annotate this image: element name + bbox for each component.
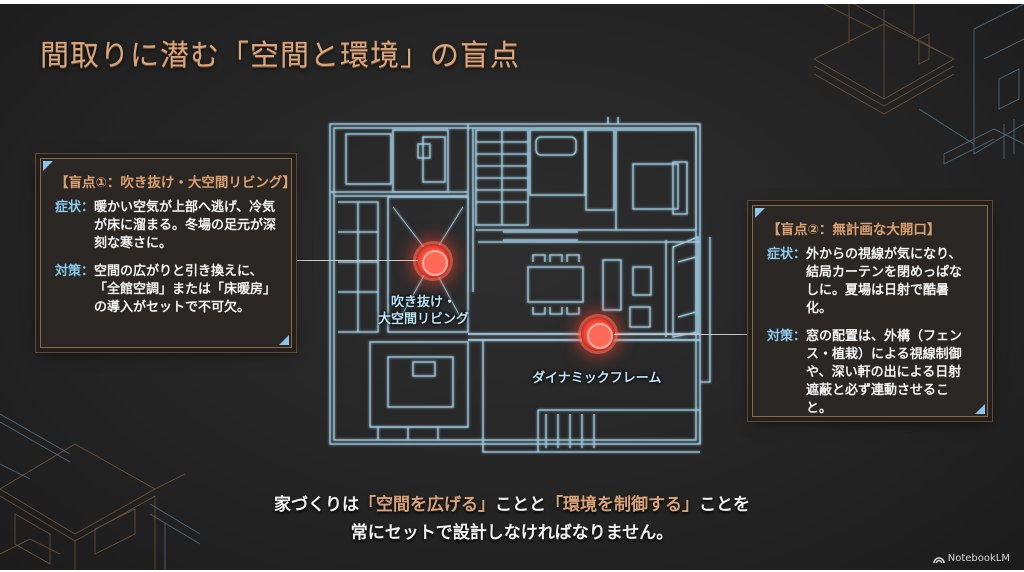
notebooklm-watermark: NotebookLM <box>933 553 1010 564</box>
connector-right <box>614 334 756 335</box>
symptom-text: 外からの視線が気になり、結局カーテンを閉めっぱなしに。夏場は日射で酷暑化。 <box>806 247 963 316</box>
card-1-measure: 対策： 空間の広がりと引き換えに、「全館空調」または「床暖房」の導入がセットで不… <box>55 263 277 317</box>
card-1-symptom: 症状： 暖かい空気が上部へ逃げ、冷気が床に溜まる。冬場の足元が深刻な寒さに。 <box>55 199 277 253</box>
summary-text: 家づくりは「空間を広げる」ことと「環境を制御する」ことを 常にセットで設計しなけ… <box>0 491 1024 547</box>
summary-highlight-1: 「空間を広げる」 <box>359 495 495 515</box>
blind-spot-card-1: 【盲点①：吹き抜け・大空間リビング】 症状： 暖かい空気が上部へ逃げ、冷気が床に… <box>40 158 296 348</box>
architecture-decoration-top-right <box>814 4 1024 165</box>
hotspot-fukinuke[interactable] <box>416 244 450 278</box>
connector-left <box>294 260 418 261</box>
symptom-text: 暖かい空気が上部へ逃げ、冷気が床に溜まる。冬場の足元が深刻な寒さに。 <box>94 200 277 251</box>
summary-line-2: 常にセットで設計しなければなりません。 <box>350 523 674 543</box>
page-title: 間取りに潜む「空間と環境」の盲点 <box>40 38 521 72</box>
card-1-title: 【盲点①：吹き抜け・大空間リビング】 <box>55 175 296 191</box>
blind-spot-card-2: 【盲点②：無計画な大開口】 症状： 外からの視線が気になり、結局カーテンを閉めっ… <box>752 205 988 417</box>
symptom-label: 症状： <box>767 247 807 262</box>
card-2-measure: 対策： 窓の配置は、外構（フェンス・植栽）による視線制御や、深い軒の出による日射… <box>767 328 973 418</box>
summary-prefix: 家づくりは <box>274 495 359 515</box>
symptom-label: 症状： <box>55 200 95 215</box>
hotspot-1-label-line2: 大空間リビング <box>378 312 470 327</box>
brand-label: NotebookLM <box>947 553 1010 564</box>
measure-label: 対策： <box>767 329 807 344</box>
slide: 間取りに潜む「空間と環境」の盲点 <box>0 4 1024 570</box>
hotspot-1-label: 吹き抜け・ 大空間リビング <box>378 294 469 328</box>
hotspot-2-label: ダイナミックフレーム <box>532 371 662 386</box>
measure-label: 対策： <box>55 264 95 279</box>
architecture-decoration-bottom-left <box>0 413 200 570</box>
card-2-symptom: 症状： 外からの視線が気になり、結局カーテンを閉めっぱなしに。夏場は日射で酷暑化… <box>767 246 973 318</box>
summary-highlight-2: 「環境を制御する」 <box>546 495 699 515</box>
measure-text: 空間の広がりと引き換えに、「全館空調」または「床暖房」の導入がセットで不可欠。 <box>94 264 277 315</box>
hotspot-dynamic-frame[interactable] <box>581 317 615 351</box>
measure-text: 窓の配置は、外構（フェンス・植栽）による視線制御や、深い軒の出による日射遮蔽と必… <box>806 329 963 416</box>
notebooklm-icon <box>933 557 945 563</box>
card-2-title: 【盲点②：無計画な大開口】 <box>767 222 941 238</box>
floor-plan-blueprint <box>329 117 711 453</box>
summary-line-1: 家づくりは「空間を広げる」ことと「環境を制御する」ことを <box>0 491 1024 519</box>
hotspot-1-label-line1: 吹き抜け・ <box>391 295 457 310</box>
summary-suffix: ことを <box>699 495 750 515</box>
summary-middle: ことと <box>495 495 546 515</box>
